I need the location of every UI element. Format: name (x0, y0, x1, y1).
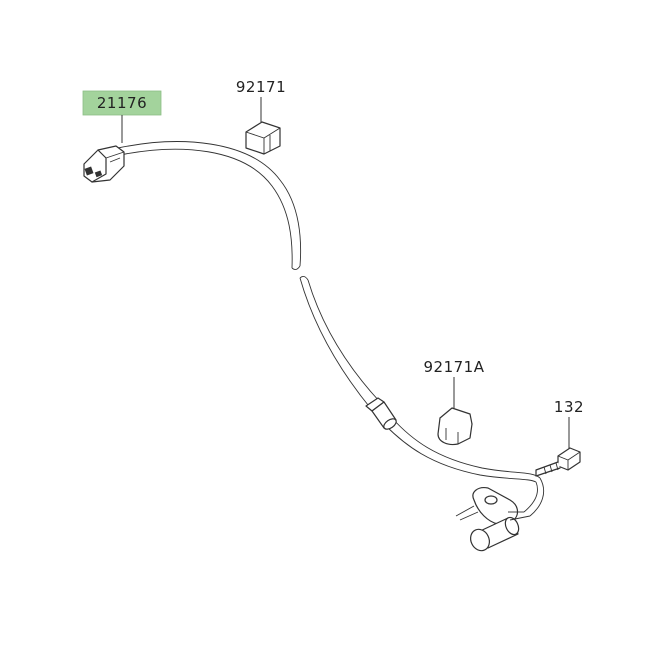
label-92171A[interactable]: 92171A (424, 358, 485, 376)
sensor-body (455, 487, 531, 552)
label-21176-text: 21176 (97, 94, 147, 112)
clamp-92171A (437, 407, 473, 446)
label-92171[interactable]: 92171 (236, 78, 286, 96)
label-21176-highlight (82, 90, 162, 116)
label-21176[interactable]: 21176 (82, 90, 162, 116)
wire-grommet (365, 397, 397, 430)
label-132[interactable]: 132 (554, 398, 584, 416)
bolt-132 (535, 447, 581, 477)
clamp-92171 (245, 121, 281, 155)
connector-plug (83, 145, 125, 183)
sensor-wire (117, 141, 544, 517)
